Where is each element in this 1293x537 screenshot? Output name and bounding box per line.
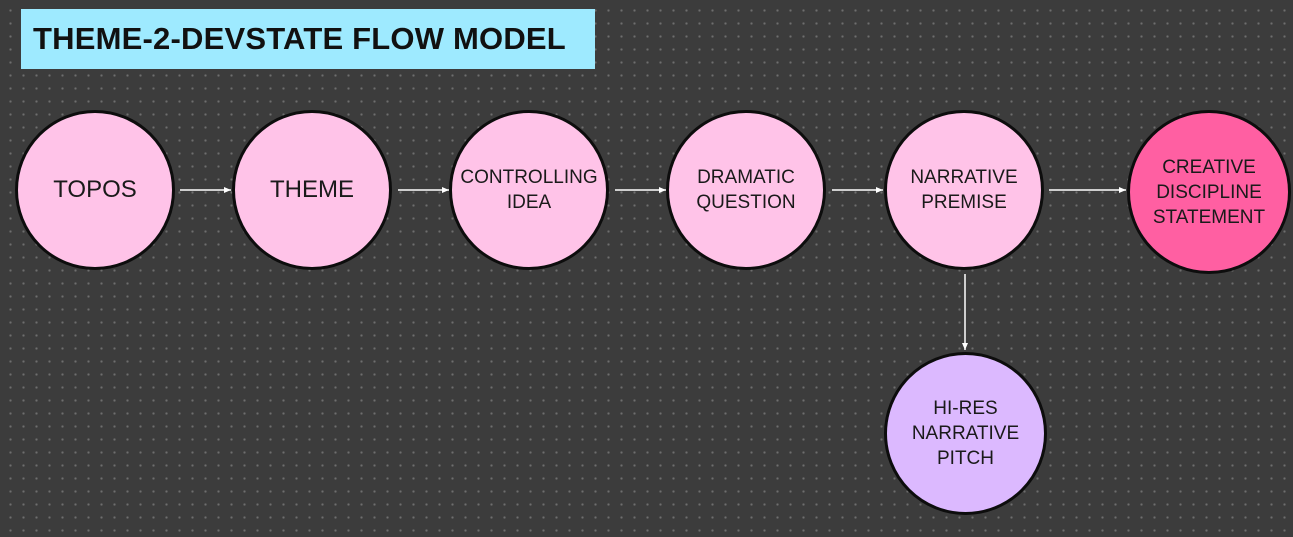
- node-creative-discipline-statement: CREATIVE DISCIPLINE STATEMENT: [1127, 110, 1291, 274]
- node-topos: TOPOS: [15, 110, 175, 270]
- node-controlling-idea-label: CONTROLLING IDEA: [460, 167, 598, 213]
- diagram-title: THEME-2-DEVSTATE FLOW MODEL: [33, 21, 566, 56]
- node-hi-res-narrative-pitch: HI-RES NARRATIVE PITCH: [884, 352, 1047, 515]
- node-narrative-premise-label: NARRATIVE PREMISE: [910, 167, 1018, 213]
- node-creative-discipline-statement-label: CREATIVE DISCIPLINE STATEMENT: [1152, 156, 1266, 228]
- node-narrative-premise: NARRATIVE PREMISE: [884, 110, 1044, 270]
- node-topos-label: TOPOS: [53, 176, 137, 203]
- node-controlling-idea: CONTROLLING IDEA: [449, 110, 609, 270]
- node-hi-res-narrative-pitch-label: HI-RES NARRATIVE PITCH: [911, 398, 1020, 469]
- node-theme-label: THEME: [270, 176, 354, 203]
- node-theme: THEME: [232, 110, 392, 270]
- node-dramatic-question: DRAMATIC QUESTION: [666, 110, 826, 270]
- diagram-title-box: THEME-2-DEVSTATE FLOW MODEL: [21, 9, 595, 69]
- node-dramatic-question-label: DRAMATIC QUESTION: [696, 167, 796, 213]
